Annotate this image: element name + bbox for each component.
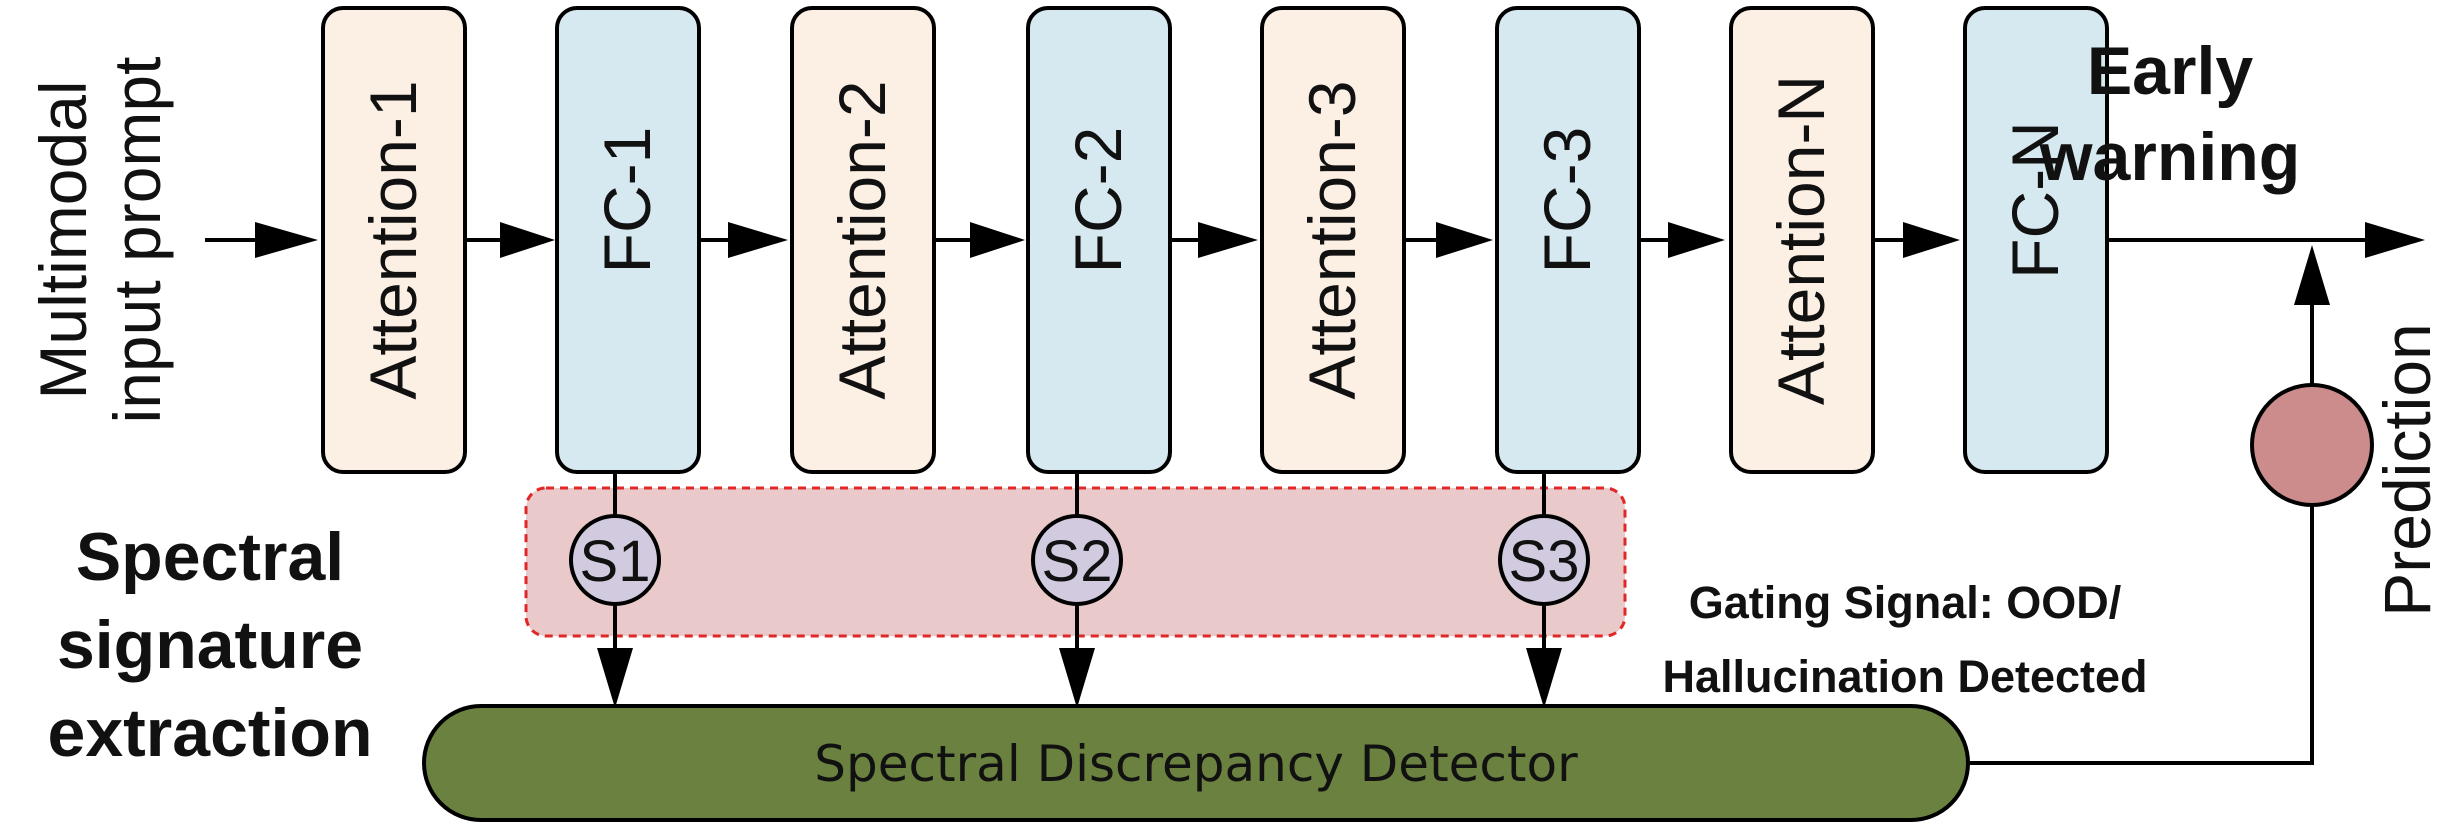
gating-label-line1: Gating Signal: OOD/: [1689, 577, 2122, 628]
signature-node-3: [1498, 514, 1590, 606]
attention-block-3: Attention-2: [790, 6, 936, 474]
gating-arrowhead: [2294, 245, 2330, 305]
prediction-label: Prediction: [2370, 323, 2444, 617]
input-label-line1: Multimodal: [26, 80, 100, 399]
block-box: [790, 6, 936, 474]
prediction-gate-node: [2250, 383, 2374, 507]
side-label-line1: Spectral: [76, 519, 344, 595]
gating-path: [1968, 300, 2314, 765]
block-box: [321, 6, 467, 474]
block-label: Attention-3: [1295, 80, 1369, 399]
gating-label-line2: Hallucination Detected: [1662, 651, 2147, 702]
attention-block-7: Attention-N: [1729, 6, 1875, 474]
block-box: [1963, 6, 2109, 474]
block-label: Attention-N: [1764, 75, 1838, 405]
block-label: FC-3: [1530, 127, 1604, 274]
fc-block-8: FC-N: [1963, 6, 2109, 474]
signature-connectors: [597, 472, 1562, 708]
block-label: Attention-1: [356, 80, 430, 399]
signature-label-2: S2: [1042, 529, 1113, 594]
side-label-line2: signature: [57, 607, 363, 683]
output-label-line1: Early: [2087, 33, 2254, 109]
block-box: [1026, 6, 1172, 474]
detector-label: Spectral Discrepancy Detector: [814, 735, 1578, 793]
attention-block-1: Attention-1: [321, 6, 467, 474]
fc-block-4: FC-2: [1026, 6, 1172, 474]
input-label-line2: input prompt: [100, 57, 174, 424]
fc-block-2: FC-1: [555, 6, 701, 474]
signature-label-3: S3: [1509, 529, 1580, 594]
signature-node-2: [1031, 514, 1123, 606]
block-box: [1495, 6, 1641, 474]
attention-block-5: Attention-3: [1260, 6, 1406, 474]
side-label-line3: extraction: [48, 695, 373, 771]
block-box: [1729, 6, 1875, 474]
signature-label-1: S1: [580, 529, 651, 594]
block-box: [1260, 6, 1406, 474]
block-label: FC-N: [1998, 121, 2072, 279]
block-box: [555, 6, 701, 474]
layer-blocks: Attention-1 FC-1 Attention-2 FC-2 Attention-…: [321, 6, 2109, 474]
fc-block-6: FC-3: [1495, 6, 1641, 474]
output-label-line2: warning: [2039, 119, 2301, 195]
block-label: FC-2: [1061, 127, 1135, 274]
signature-node-1: [569, 514, 661, 606]
block-label: Attention-2: [825, 80, 899, 399]
block-label: FC-1: [590, 127, 664, 274]
signature-nodes: S1 S2 S3: [569, 514, 1590, 606]
